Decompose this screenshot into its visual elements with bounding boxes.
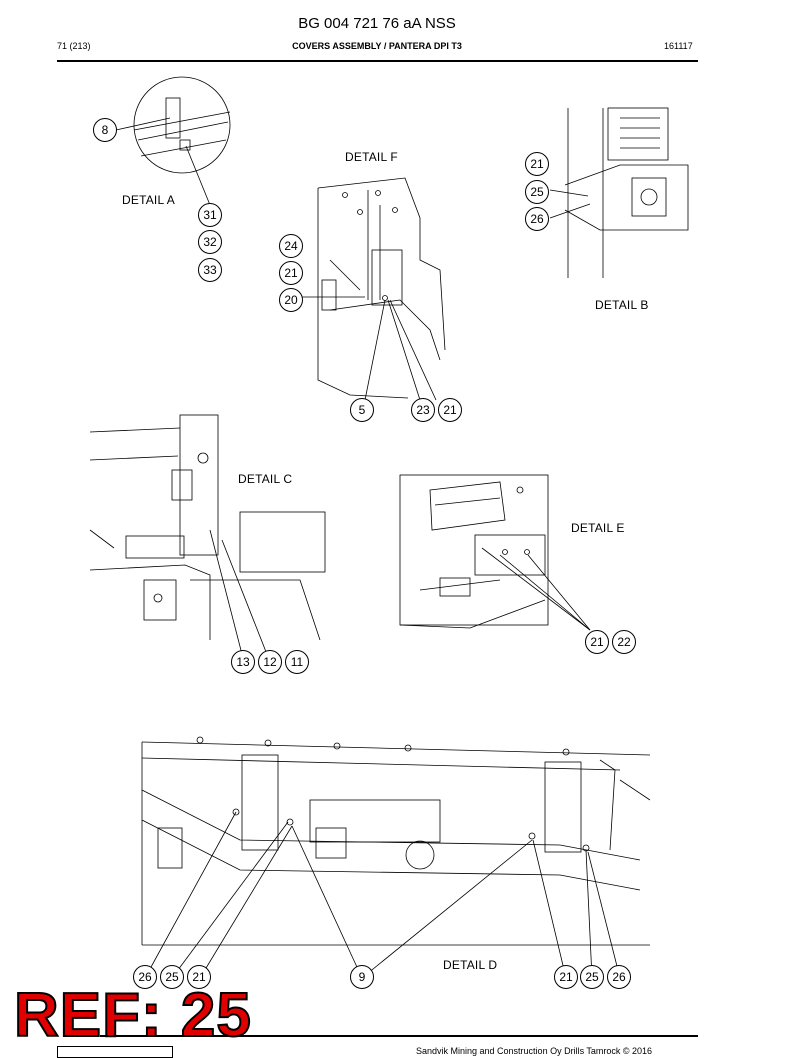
callout-bubble: 32 xyxy=(198,230,222,254)
callout-bubble: 33 xyxy=(198,258,222,282)
section-title: COVERS ASSEMBLY / PANTERA DPI T3 xyxy=(292,41,462,51)
callout-bubble: 21 xyxy=(279,261,303,285)
callout-bubble: 11 xyxy=(285,650,309,674)
callout-bubble: 25 xyxy=(525,180,549,204)
detail-d-art xyxy=(141,736,651,979)
copyright-text: Sandvik Mining and Construction Oy Drill… xyxy=(416,1046,653,1056)
detail-f-art xyxy=(302,177,446,401)
callout-bubble: 31 xyxy=(198,203,222,227)
detail-b-art xyxy=(549,107,689,278)
callout-bubble: 21 xyxy=(187,965,211,989)
detail-e-art xyxy=(399,474,591,631)
detail-c-label: DETAIL C xyxy=(238,472,293,486)
callout-bubble: 12 xyxy=(258,650,282,674)
callout-bubble: 26 xyxy=(525,207,549,231)
callout-bubble: 25 xyxy=(580,965,604,989)
callout-bubble: 26 xyxy=(133,965,157,989)
detail-d-label: DETAIL D xyxy=(443,958,498,972)
callout-bubble: 21 xyxy=(585,630,609,654)
detail-e-label: DETAIL E xyxy=(571,521,625,535)
detail-c-art xyxy=(89,414,326,663)
detail-a-art xyxy=(115,76,231,206)
callout-bubble: 13 xyxy=(231,650,255,674)
date-code: 161117 xyxy=(664,41,693,51)
detail-a-label: DETAIL A xyxy=(122,193,175,207)
detail-f-label: DETAIL F xyxy=(345,150,398,164)
callout-bubble: 20 xyxy=(279,288,303,312)
ref-stamp: REF: 25 xyxy=(13,981,252,1050)
callout-bubble: 5 xyxy=(350,398,374,422)
detail-b-label: DETAIL B xyxy=(595,298,649,312)
callout-bubble: 24 xyxy=(279,234,303,258)
callout-bubble: 9 xyxy=(350,965,374,989)
callout-bubble: 21 xyxy=(554,965,578,989)
callout-bubble: 8 xyxy=(93,118,117,142)
callout-bubble: 23 xyxy=(411,398,435,422)
footer-rule xyxy=(100,1035,698,1037)
callout-bubble: 26 xyxy=(607,965,631,989)
callout-bubble: 21 xyxy=(438,398,462,422)
callout-bubble: 21 xyxy=(525,152,549,176)
header-rule xyxy=(57,60,698,62)
page-number: 71 (213) xyxy=(57,41,91,51)
document-title: BG 004 721 76 aA NSS xyxy=(298,15,456,32)
callout-bubble: 25 xyxy=(160,965,184,989)
callout-bubble: 22 xyxy=(612,630,636,654)
